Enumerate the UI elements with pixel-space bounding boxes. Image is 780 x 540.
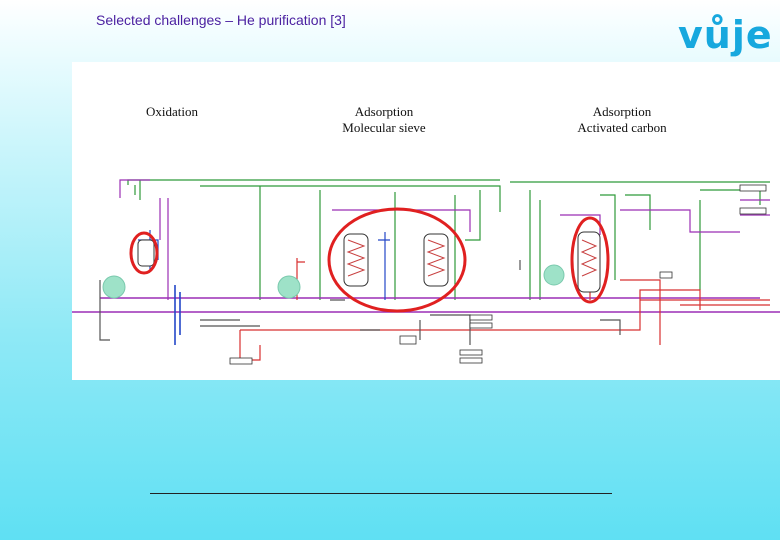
process-diagram-panel [72,62,780,380]
vuje-logo: vůje [678,13,773,57]
highlight-oxidation [129,231,159,275]
label-oxidation-text: Oxidation [146,104,198,119]
highlight-molecular-sieve [327,207,467,313]
label-adsorption-molecular-sieve: Adsorption Molecular sieve [324,104,444,136]
footer-divider [150,493,612,494]
slide-title: Selected challenges – He purification [3… [96,12,346,28]
label-molsieve-line2: Molecular sieve [342,120,426,135]
label-oxidation: Oxidation [132,104,212,120]
label-carbon-line2: Activated carbon [577,120,667,135]
label-molsieve-line1: Adsorption [354,104,414,119]
label-adsorption-activated-carbon: Adsorption Activated carbon [560,104,684,136]
label-carbon-line1: Adsorption [592,104,652,119]
highlight-activated-carbon [570,216,610,304]
